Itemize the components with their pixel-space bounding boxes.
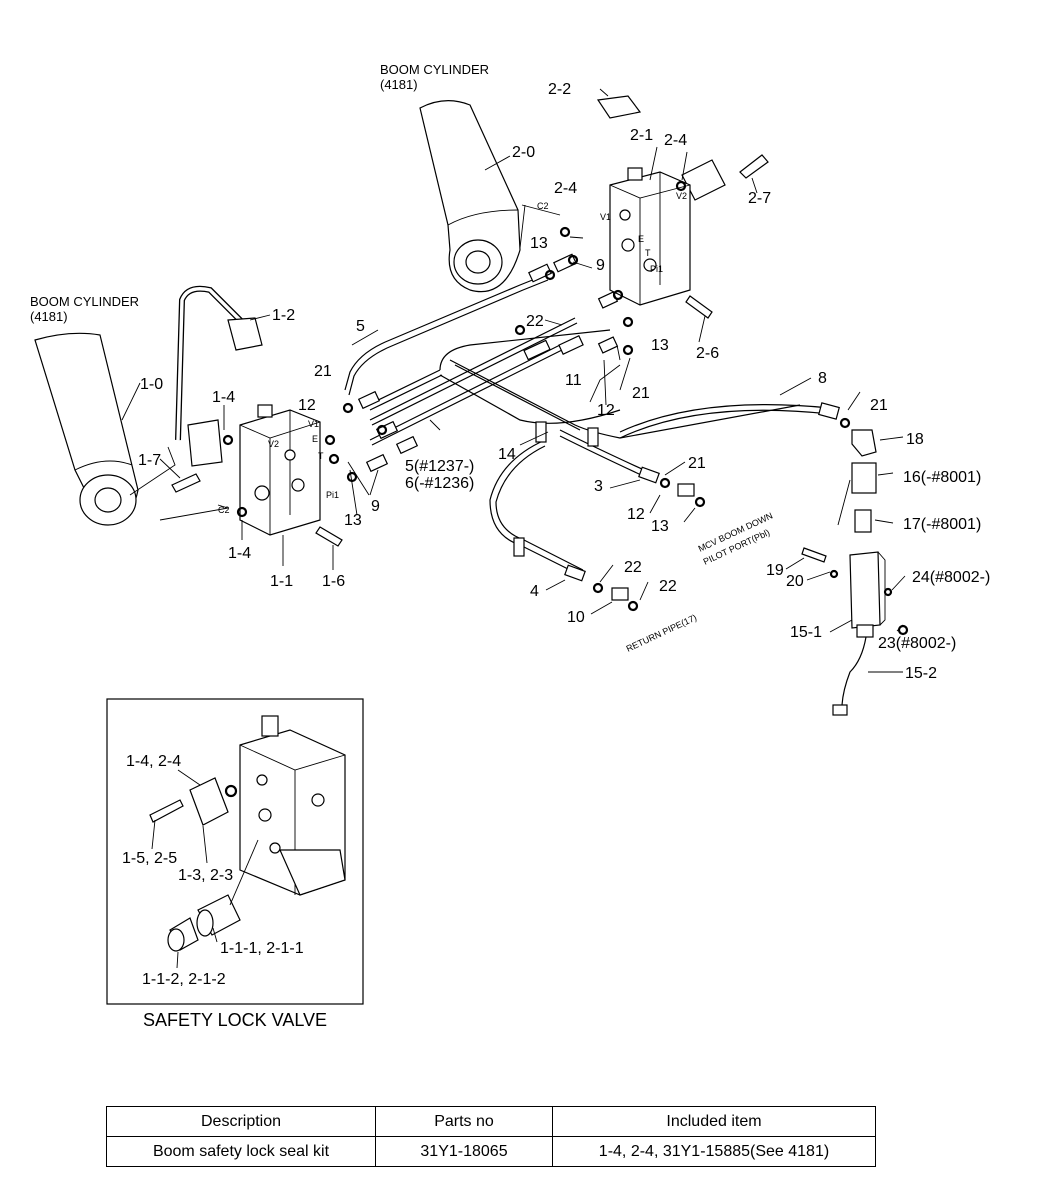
label-2-4b: 2-4 bbox=[554, 180, 577, 197]
label-2-4a: 2-4 bbox=[664, 132, 687, 149]
label-22b: 22 bbox=[624, 559, 642, 576]
inset-label-1-3-2-3: 1-3, 2-3 bbox=[178, 867, 233, 884]
label-6-1236: 6(-#1236) bbox=[405, 475, 474, 492]
label-16: 16(-#8001) bbox=[903, 469, 981, 486]
right-boom-cylinder bbox=[419, 100, 521, 293]
valve-block-1-1 bbox=[239, 404, 321, 536]
label-2-6: 2-6 bbox=[696, 345, 719, 362]
label-24: 24(#8002-) bbox=[912, 569, 990, 586]
inset-safety-lock-valve: 1-4, 2-4 1-5, 2-5 1-3, 2-3 1-1-1, 2-1-1 … bbox=[106, 698, 364, 1005]
label-boom-cylinder-left-ref: (4181) bbox=[30, 309, 68, 324]
label-boom-cylinder-right-ref: (4181) bbox=[380, 77, 418, 92]
table-cell-included-item: 1-4, 2-4, 31Y1-15885(See 4181) bbox=[552, 1136, 876, 1167]
label-14: 14 bbox=[498, 446, 516, 463]
label-9b: 9 bbox=[371, 498, 380, 515]
inset-label-1-1-2-2-1-2: 1-1-2, 2-1-2 bbox=[142, 971, 226, 988]
label-18: 18 bbox=[906, 431, 924, 448]
label-13a: 13 bbox=[530, 235, 548, 252]
label-20: 20 bbox=[786, 573, 804, 590]
inset-label-1-1-1-2-1-1: 1-1-1, 2-1-1 bbox=[220, 940, 304, 957]
label-5-1237: 5(#1237-) bbox=[405, 458, 474, 475]
table-header-row: Description Parts no Included item bbox=[106, 1106, 876, 1137]
label-19: 19 bbox=[766, 562, 784, 579]
label-9a: 9 bbox=[596, 257, 605, 274]
label-return-pipe: RETURN PIPE(17) bbox=[625, 612, 699, 653]
label-2-7: 2-7 bbox=[748, 190, 771, 207]
label-12c: 12 bbox=[627, 506, 645, 523]
port-v2-left: V2 bbox=[268, 439, 279, 449]
inset-title: SAFETY LOCK VALVE bbox=[142, 1010, 328, 1030]
label-4: 4 bbox=[530, 583, 539, 600]
seal-kit-table: Description Parts no Included item Boom … bbox=[106, 1106, 876, 1167]
label-1-6: 1-6 bbox=[322, 573, 345, 590]
table-cell-description: Boom safety lock seal kit bbox=[106, 1136, 376, 1167]
label-8: 8 bbox=[818, 370, 827, 387]
label-1-0: 1-0 bbox=[140, 376, 163, 393]
label-15-1: 15-1 bbox=[790, 624, 822, 641]
port-e-left: E bbox=[312, 434, 318, 444]
port-c2-left: C2 bbox=[218, 505, 230, 515]
label-21b: 21 bbox=[632, 385, 650, 402]
left-boom-cylinder bbox=[34, 332, 139, 526]
port-v1-left: V1 bbox=[308, 419, 319, 429]
table-header-description: Description bbox=[106, 1106, 376, 1137]
label-13d: 13 bbox=[651, 518, 669, 535]
inset-label-1-4-2-4: 1-4, 2-4 bbox=[126, 753, 181, 770]
valve-block-2-1 bbox=[609, 167, 691, 306]
label-17: 17(-#8001) bbox=[903, 516, 981, 533]
port-t-right: T bbox=[645, 248, 651, 258]
port-c2-right: C2 bbox=[537, 201, 549, 211]
table-header-included-item: Included item bbox=[552, 1106, 876, 1137]
leader-lines bbox=[121, 88, 906, 673]
inset-label-1-5-2-5: 1-5, 2-5 bbox=[122, 850, 177, 867]
label-12b: 12 bbox=[597, 402, 615, 419]
label-13b: 13 bbox=[651, 337, 669, 354]
port-e-right: E bbox=[638, 234, 644, 244]
label-2-1: 2-1 bbox=[630, 127, 653, 144]
table-header-parts-no: Parts no bbox=[375, 1106, 553, 1137]
label-boom-cylinder-right: BOOM CYLINDER bbox=[380, 62, 489, 77]
label-21d: 21 bbox=[688, 455, 706, 472]
label-10: 10 bbox=[567, 609, 585, 626]
bolts bbox=[171, 154, 827, 563]
label-11: 11 bbox=[565, 372, 582, 389]
tube-1-2 bbox=[175, 285, 263, 467]
label-22c: 22 bbox=[659, 578, 677, 595]
label-1-4b: 1-4 bbox=[228, 545, 251, 562]
label-1-7: 1-7 bbox=[138, 452, 161, 469]
hose-bundle bbox=[344, 274, 831, 576]
label-21c: 21 bbox=[870, 397, 888, 414]
label-1-2: 1-2 bbox=[272, 307, 295, 324]
label-23: 23(#8002-) bbox=[878, 635, 956, 652]
label-1-4a: 1-4 bbox=[212, 389, 235, 406]
port-v2-right: V2 bbox=[676, 191, 687, 201]
callout-labels: BOOM CYLINDER (4181) BOOM CYLINDER (4181… bbox=[30, 62, 990, 682]
label-boom-cylinder-left: BOOM CYLINDER bbox=[30, 294, 139, 309]
label-2-0: 2-0 bbox=[512, 144, 535, 161]
label-5: 5 bbox=[356, 318, 365, 335]
label-1-1: 1-1 bbox=[270, 573, 293, 590]
port-pi1-right: Pi1 bbox=[650, 264, 663, 274]
pressure-switch-assembly bbox=[832, 429, 909, 716]
label-22a: 22 bbox=[526, 313, 544, 330]
label-21a: 21 bbox=[314, 363, 332, 380]
label-13c: 13 bbox=[344, 512, 362, 529]
label-15-2: 15-2 bbox=[905, 665, 937, 682]
table-row: Boom safety lock seal kit 31Y1-18065 1-4… bbox=[106, 1136, 876, 1167]
port-v1-right: V1 bbox=[600, 212, 611, 222]
label-2-2: 2-2 bbox=[548, 81, 571, 98]
port-pi1-left: Pi1 bbox=[326, 490, 339, 500]
table-cell-parts-no: 31Y1-18065 bbox=[375, 1136, 553, 1167]
port-t-left: T bbox=[318, 451, 324, 461]
fittings bbox=[222, 180, 851, 612]
label-3: 3 bbox=[594, 478, 603, 495]
tube-2-2 bbox=[596, 34, 733, 201]
label-12a: 12 bbox=[298, 397, 316, 414]
